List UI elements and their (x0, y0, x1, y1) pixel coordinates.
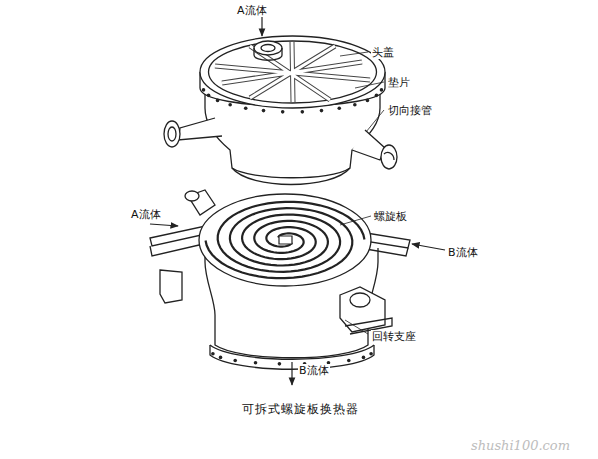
bolt-hole (228, 103, 232, 107)
bolt-hole (262, 109, 266, 113)
bolt-hole (254, 361, 258, 365)
bolt-hole (278, 362, 282, 366)
flow-arrow (150, 16, 445, 385)
bolt-hole (380, 88, 384, 92)
head-cover (164, 36, 397, 185)
bolt-hole (369, 352, 373, 356)
bolt-hole (281, 110, 285, 114)
flow-label: A流体 (236, 4, 268, 17)
bolt-hole (219, 356, 223, 360)
center-partition (279, 236, 292, 244)
bolt-hole (375, 94, 379, 98)
figure-caption: 可拆式螺旋板换热器 (241, 402, 360, 416)
part-label: 螺旋板 (373, 210, 408, 223)
bolt-hole (202, 88, 206, 92)
part-label: 头盖 (371, 46, 395, 59)
bolt-hole (362, 356, 366, 360)
bolt-hole (211, 352, 215, 356)
bolt-hole (337, 106, 341, 110)
spiral-plate (206, 208, 353, 278)
bolt-hole (244, 106, 248, 110)
flow-label: B流体 (298, 364, 330, 377)
part-label: 切向接管 (387, 104, 433, 117)
bolt-hole (233, 359, 237, 363)
flow-label: B流体 (447, 246, 479, 259)
bolt-hole (216, 99, 220, 103)
bolt-hole (207, 94, 211, 98)
part-label: 垫片 (387, 76, 411, 89)
bolt-hole (301, 110, 305, 114)
bolt-hole (347, 359, 351, 363)
bolt-hole (366, 99, 370, 103)
bolt-hole (353, 103, 357, 107)
watermark: shushi100.com (470, 438, 571, 454)
flow-label: A流体 (130, 208, 162, 221)
leader-line (340, 52, 384, 334)
part-label: 回转支座 (371, 330, 417, 343)
bolt-hole (320, 109, 324, 113)
